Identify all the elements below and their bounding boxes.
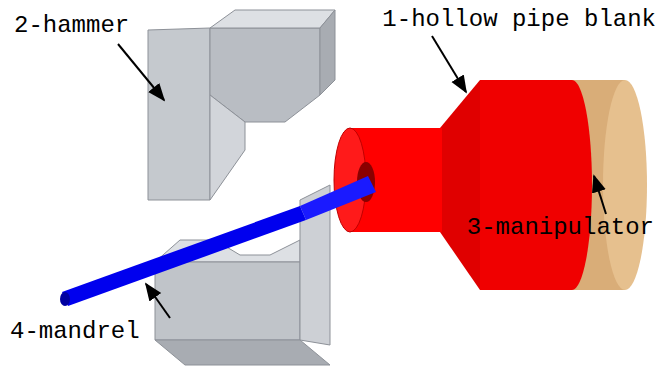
hollow-pipe-blank <box>334 80 592 290</box>
mandrel <box>60 176 376 306</box>
upper-hammer <box>148 10 335 200</box>
part-label: 4-mandrel <box>10 318 140 346</box>
part-label: 2-hammer <box>14 12 129 40</box>
leader-arrows <box>118 36 606 318</box>
part-label: 1-hollow pipe blank <box>382 6 656 34</box>
part-label: 3-manipulator <box>467 214 654 242</box>
